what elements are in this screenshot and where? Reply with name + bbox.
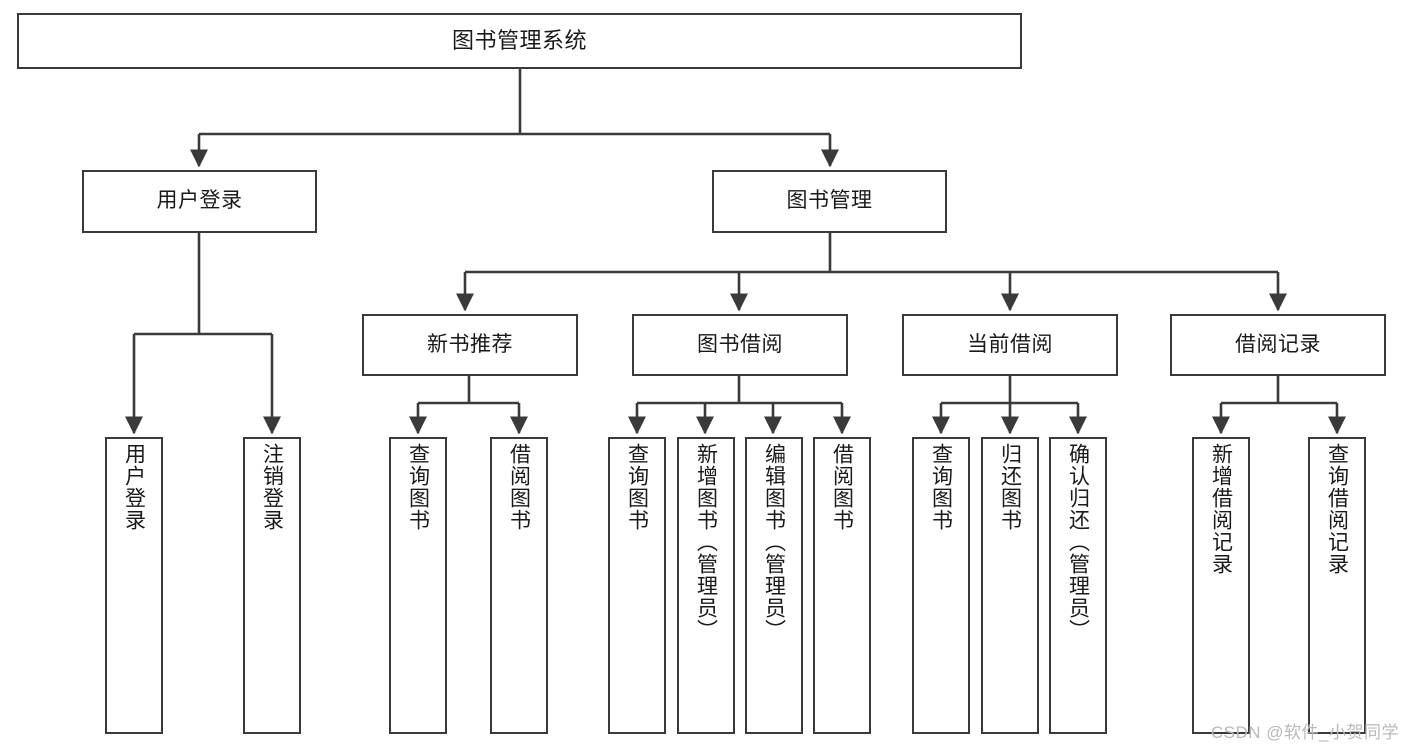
node-book-borrow[interactable]: 图书借阅 bbox=[632, 314, 848, 376]
node-label: 用户登录 bbox=[156, 189, 243, 213]
leaf-bookborrow-query-book[interactable]: 查询图书 bbox=[608, 437, 666, 734]
node-label: 图书管理 bbox=[786, 189, 873, 213]
node-label: 当前借阅 bbox=[967, 332, 1053, 356]
node-root-book-management-system[interactable]: 图书管理系统 bbox=[17, 13, 1022, 69]
node-label: 确认归还（管理员） bbox=[1066, 443, 1090, 641]
node-current-borrow[interactable]: 当前借阅 bbox=[902, 314, 1118, 376]
node-label: 图书管理系统 bbox=[451, 28, 587, 54]
node-book-management[interactable]: 图书管理 bbox=[712, 170, 947, 233]
node-label: 查询借阅记录 bbox=[1325, 443, 1349, 575]
node-label: 借阅图书 bbox=[507, 443, 531, 531]
node-label: 查询图书 bbox=[625, 443, 649, 531]
node-label: 查询图书 bbox=[406, 443, 430, 531]
leaf-currentborrow-query-book[interactable]: 查询图书 bbox=[912, 437, 970, 734]
leaf-currentborrow-return-book[interactable]: 归还图书 bbox=[981, 437, 1039, 734]
node-label: 借阅记录 bbox=[1235, 332, 1321, 356]
leaf-logout[interactable]: 注销登录 bbox=[243, 437, 301, 734]
leaf-bookborrow-add-book-admin[interactable]: 新增图书（管理员） bbox=[677, 437, 735, 734]
leaf-newbook-borrow-book[interactable]: 借阅图书 bbox=[490, 437, 548, 734]
node-label: 注销登录 bbox=[260, 443, 284, 531]
node-label: 图书借阅 bbox=[697, 332, 783, 356]
node-label: 新增借阅记录 bbox=[1209, 443, 1233, 575]
node-label: 借阅图书 bbox=[830, 443, 854, 531]
leaf-newbook-query-book[interactable]: 查询图书 bbox=[389, 437, 447, 734]
csdn-watermark: CSDN @软件_小贺同学 bbox=[1210, 723, 1399, 742]
node-new-book-recommend[interactable]: 新书推荐 bbox=[362, 314, 578, 376]
node-borrow-record[interactable]: 借阅记录 bbox=[1170, 314, 1386, 376]
node-label: 用户登录 bbox=[122, 443, 146, 531]
leaf-bookborrow-edit-book-admin[interactable]: 编辑图书（管理员） bbox=[745, 437, 803, 734]
leaf-borrowrecord-query-record[interactable]: 查询借阅记录 bbox=[1308, 437, 1366, 734]
leaf-currentborrow-confirm-return-admin[interactable]: 确认归还（管理员） bbox=[1049, 437, 1107, 734]
node-user-login[interactable]: 用户登录 bbox=[82, 170, 317, 233]
node-label: 新书推荐 bbox=[427, 332, 513, 356]
leaf-borrowrecord-add-record[interactable]: 新增借阅记录 bbox=[1192, 437, 1250, 734]
leaf-user-login[interactable]: 用户登录 bbox=[105, 437, 163, 734]
node-label: 查询图书 bbox=[929, 443, 953, 531]
leaf-bookborrow-borrow-book[interactable]: 借阅图书 bbox=[813, 437, 871, 734]
node-label: 编辑图书（管理员） bbox=[762, 443, 786, 641]
node-label: 归还图书 bbox=[998, 443, 1022, 531]
node-label: 新增图书（管理员） bbox=[694, 443, 718, 641]
